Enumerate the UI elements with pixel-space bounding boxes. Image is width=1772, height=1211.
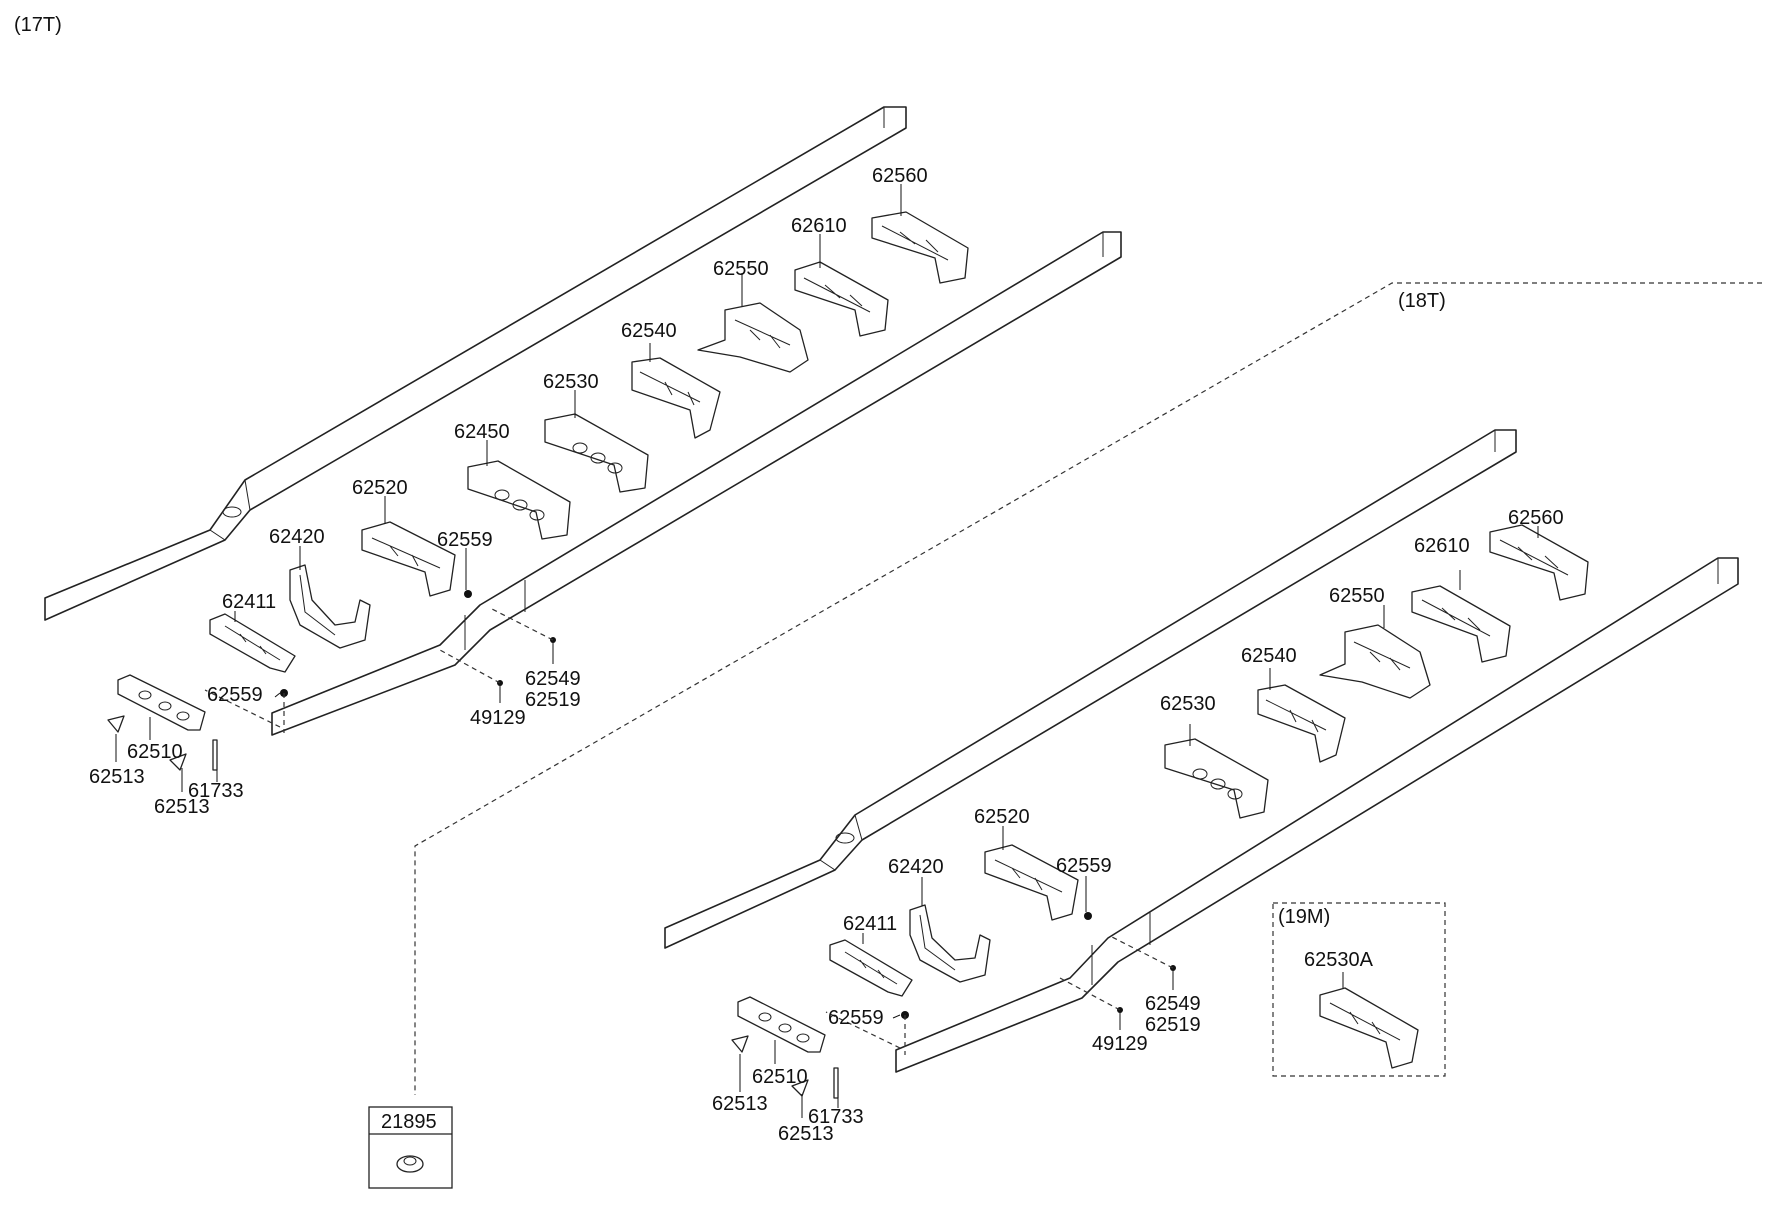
- side-rail-right-upper: [664, 429, 1517, 949]
- gusset-62513a-right: [731, 1035, 749, 1053]
- label-62559b-right: 62559: [828, 1007, 884, 1029]
- label-62549-left: 62549: [525, 668, 581, 690]
- label-62420-right: 62420: [888, 856, 944, 878]
- nut-62559a-left: [464, 590, 472, 598]
- variant-label-19m: (19M): [1278, 906, 1330, 928]
- label-62610-left: 62610: [791, 215, 847, 237]
- crossmember-62510-left: [117, 674, 206, 731]
- nut-icon: [396, 1155, 424, 1173]
- label-62519-left: 62519: [525, 689, 581, 711]
- label-62520-right: 62520: [974, 806, 1030, 828]
- label-62450-left: 62450: [454, 421, 510, 443]
- label-62559a-left: 62559: [437, 529, 493, 551]
- label-62560-right: 62560: [1508, 507, 1564, 529]
- label-62510-right: 62510: [752, 1066, 808, 1088]
- label-62550-left: 62550: [713, 258, 769, 280]
- gusset-62513a-left: [107, 715, 125, 733]
- crossmember-62411-right: [829, 939, 913, 997]
- assembly-line-62549-right: [1109, 935, 1174, 969]
- crossmember-62420-right: [909, 904, 991, 983]
- crossmember-62560-right: [1489, 524, 1589, 601]
- label-21895: 21895: [381, 1111, 437, 1133]
- bolt-61733-left: [212, 739, 218, 771]
- kit-box-21895: 21895: [368, 1106, 453, 1189]
- crossmember-62520-left: [361, 521, 456, 597]
- label-62540-right: 62540: [1241, 645, 1297, 667]
- nut-62559a-right: [1084, 912, 1092, 920]
- side-rail-right-lower: [895, 557, 1739, 1073]
- label-62549-right: 62549: [1145, 993, 1201, 1015]
- crossmember-62540-right: [1257, 684, 1346, 763]
- label-62540-left: 62540: [621, 320, 677, 342]
- label-49129-left: 49129: [470, 707, 526, 729]
- label-62513b-left: 62513: [154, 796, 210, 818]
- label-62520-left: 62520: [352, 477, 408, 499]
- option-box-19m: (19M) 62530A: [1272, 902, 1446, 1077]
- crossmember-62550-left: [697, 302, 809, 373]
- crossmember-62550-right: [1319, 624, 1431, 699]
- crossmember-62540-left: [631, 357, 721, 439]
- side-rail-left-lower: [271, 231, 1122, 736]
- crossmember-62530-left: [544, 413, 649, 493]
- label-62550-right: 62550: [1329, 585, 1385, 607]
- label-62610-right: 62610: [1414, 535, 1470, 557]
- crossmember-62420-left: [289, 564, 371, 649]
- label-62530-right: 62530: [1160, 693, 1216, 715]
- gusset-62513b-right: [791, 1079, 809, 1097]
- label-62411-left: 62411: [222, 591, 276, 613]
- assembly-line-49129-right: [1059, 977, 1121, 1011]
- assembly-line-62549-left: [489, 607, 554, 641]
- label-62411-right: 62411: [843, 913, 897, 935]
- crossmember-62610-left: [794, 261, 889, 337]
- label-62420-left: 62420: [269, 526, 325, 548]
- label-62559a-right: 62559: [1056, 855, 1112, 877]
- crossmember-62450-left: [467, 460, 571, 540]
- label-61733-left: 61733: [188, 780, 244, 802]
- crossmember-62560-left: [871, 211, 969, 284]
- side-rail-left-upper: [44, 106, 907, 621]
- frame-17t: 62560 62610 62550 62540 62530 62450 6252…: [44, 106, 1122, 818]
- label-62519-right: 62519: [1145, 1014, 1201, 1036]
- label-62559b-left: 62559: [207, 684, 263, 706]
- bolt-61733-right: [833, 1067, 839, 1099]
- label-62513b-right: 62513: [778, 1123, 834, 1145]
- label-62530-left: 62530: [543, 371, 599, 393]
- variant-divider-line: [414, 282, 1762, 1095]
- label-62513a-right: 62513: [712, 1093, 768, 1115]
- crossmember-62411-left: [209, 613, 296, 673]
- assembly-line-62559b-left: [204, 689, 285, 733]
- variant-label-17t: (17T): [14, 14, 62, 36]
- gusset-62513b-left: [169, 753, 187, 771]
- label-62513a-left: 62513: [89, 766, 145, 788]
- variant-label-18t: (18T): [1398, 290, 1446, 312]
- crossmember-62510-right: [737, 996, 826, 1053]
- label-49129-right: 49129: [1092, 1033, 1148, 1055]
- crossmember-62520-right: [984, 844, 1079, 921]
- crossmember-62530A: [1319, 987, 1419, 1069]
- label-62560-left: 62560: [872, 165, 928, 187]
- crossmember-62530-right: [1164, 738, 1269, 819]
- assembly-line-49129-left: [439, 649, 501, 684]
- assembly-line-62559b-right: [825, 1011, 906, 1055]
- label-61733-right: 61733: [808, 1106, 864, 1128]
- label-62510-left: 62510: [127, 741, 183, 763]
- frame-18t: 62560 62610 62550 62540 62530 62520 6242…: [664, 429, 1739, 1145]
- crossmember-62610-right: [1411, 585, 1511, 663]
- label-62530A: 62530A: [1304, 949, 1374, 971]
